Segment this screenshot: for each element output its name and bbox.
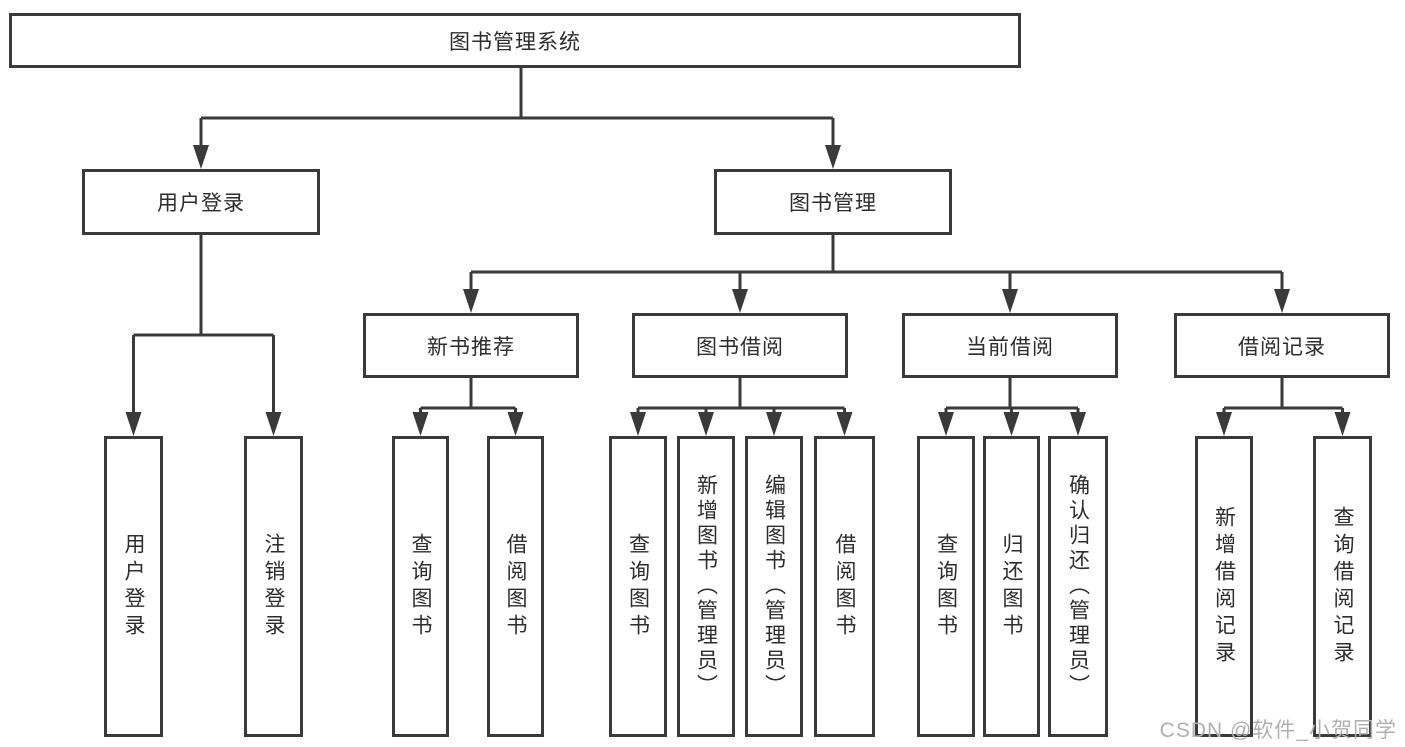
leaf-query-books-1: 查询图书 bbox=[392, 436, 449, 737]
arrow-icon bbox=[125, 145, 1351, 436]
node-user-login: 用户登录 bbox=[82, 169, 320, 235]
leaf-add-books-admin: 新增图书（管理员） bbox=[677, 436, 735, 737]
leaf-borrow-books-2: 借阅图书 bbox=[814, 436, 875, 737]
leaf-confirm-return-admin: 确认归还（管理员） bbox=[1048, 436, 1108, 737]
leaf-add-borrow-record: 新增借阅记录 bbox=[1195, 436, 1253, 737]
node-current-borrowing: 当前借阅 bbox=[902, 313, 1118, 378]
node-library-management-system: 图书管理系统 bbox=[9, 13, 1021, 68]
leaf-edit-books-admin: 编辑图书（管理员） bbox=[745, 436, 803, 737]
leaf-user-login: 用户登录 bbox=[104, 436, 163, 737]
node-book-borrowing: 图书借阅 bbox=[632, 313, 848, 378]
node-borrowing-records: 借阅记录 bbox=[1174, 313, 1390, 378]
node-new-book-recommend: 新书推荐 bbox=[363, 313, 579, 378]
leaf-logout: 注销登录 bbox=[244, 436, 303, 737]
leaf-borrow-books-1: 借阅图书 bbox=[487, 436, 544, 737]
leaf-query-books-2: 查询图书 bbox=[609, 436, 667, 737]
node-book-management: 图书管理 bbox=[714, 169, 952, 235]
csdn-watermark: CSDN @软件_小贺同学 bbox=[1159, 719, 1397, 742]
leaf-query-books-3: 查询图书 bbox=[917, 436, 975, 737]
leaf-return-books: 归还图书 bbox=[983, 436, 1040, 737]
leaf-query-borrow-record: 查询借阅记录 bbox=[1313, 436, 1372, 737]
